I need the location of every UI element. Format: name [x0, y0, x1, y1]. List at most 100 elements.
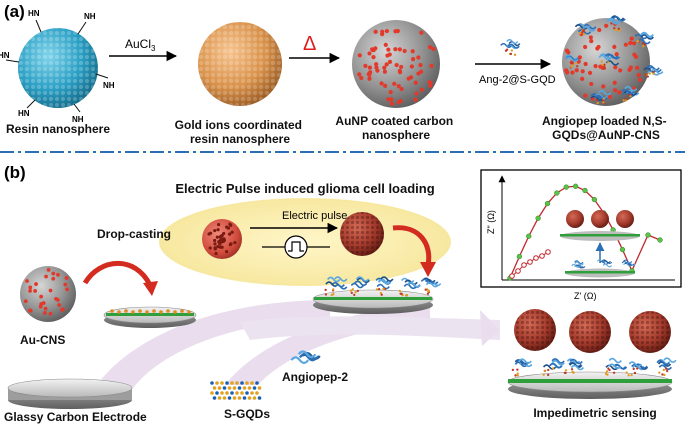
heat-symbol: Δ	[303, 33, 316, 55]
protein-strand	[663, 357, 677, 363]
protein-strand	[500, 42, 513, 48]
protein-strand	[637, 38, 651, 45]
electrode-dropcast	[103, 306, 197, 328]
aunp-dot	[583, 93, 588, 98]
aunp-dot	[604, 23, 609, 28]
label-resin: Resin nanosphere	[6, 122, 110, 136]
cell-spot	[213, 246, 217, 250]
protein-strand	[506, 38, 519, 45]
qd-atom	[564, 369, 568, 372]
aunp-dot	[628, 65, 633, 70]
aunp-dot	[389, 97, 394, 102]
curve-point-green	[526, 233, 532, 239]
impedance-plot: Z" (Ω) Z' (Ω)	[480, 169, 682, 301]
qd-atom	[582, 32, 586, 36]
aunp-carbon-nanosphere	[352, 20, 440, 108]
aunp-dot	[389, 101, 394, 106]
qd-atom	[579, 31, 582, 35]
qd-atom	[582, 29, 585, 33]
qd-atom	[354, 290, 357, 294]
plot-ylabel: Z" (Ω)	[486, 210, 496, 234]
sgqd-atom	[217, 396, 222, 400]
aunp-dot	[367, 65, 373, 70]
amine-label-top-right: NH	[84, 12, 96, 21]
curve-point-green	[554, 190, 560, 196]
qd-atom	[606, 373, 609, 376]
label-gold-ions: Gold ions coordinated resin nanosphere	[175, 118, 306, 146]
amine-label-bottom-right: NH	[72, 115, 84, 124]
qd-atom	[633, 371, 637, 375]
label-au-cns: Au-CNS	[20, 333, 65, 347]
qd-atom	[516, 374, 519, 377]
qd-atom	[350, 291, 353, 295]
aunp-dot	[564, 68, 569, 73]
cell-spot	[213, 238, 217, 243]
curve-point-red	[515, 268, 521, 274]
disk-dot	[152, 309, 156, 313]
glassy-carbon-electrode	[7, 378, 133, 409]
aunp-dot	[598, 64, 603, 69]
sgqd-atom	[235, 381, 239, 385]
aunp-dot	[589, 81, 594, 87]
aunp-dot	[414, 91, 419, 96]
aunp-dot	[613, 88, 618, 93]
protein-strand	[594, 94, 608, 101]
qd-atom	[603, 63, 606, 66]
curve-point-green	[582, 187, 588, 194]
protein-strand	[569, 358, 583, 365]
aunp-dot	[593, 64, 598, 69]
aunp-dot	[387, 59, 393, 64]
sgqd-atom	[220, 391, 224, 395]
cell-spot	[216, 245, 220, 249]
aunp-dot	[41, 301, 46, 305]
cell-spot	[216, 228, 220, 232]
aunp-dot	[367, 76, 372, 81]
aunp-dot	[48, 288, 53, 293]
sensing-electrode	[507, 309, 677, 399]
protein-strand	[407, 281, 421, 288]
aunp-dot	[429, 63, 434, 68]
aunp-dot	[413, 97, 418, 102]
aunp-dot	[564, 48, 570, 53]
protein-strand	[377, 279, 392, 286]
aunp-dot	[382, 65, 387, 70]
aunp-dot	[393, 47, 398, 52]
aunp-dot	[379, 81, 384, 86]
sgqd-atom	[222, 396, 227, 400]
product-dots	[564, 21, 643, 101]
curve-point-green	[619, 246, 626, 253]
protein-strand	[598, 89, 612, 96]
curve-point-green	[535, 215, 541, 221]
aunp-dot	[416, 55, 421, 60]
sgqd-atom	[255, 391, 259, 395]
qd-atom	[658, 371, 661, 374]
aunp-dot	[580, 69, 585, 74]
disk-dot	[138, 309, 142, 313]
aunp-dot	[380, 29, 385, 34]
qd-atom	[570, 368, 574, 371]
aunp-dot	[33, 289, 37, 293]
qd-atom	[516, 372, 519, 375]
aunp-dot	[43, 306, 48, 311]
protein-strand	[656, 359, 670, 366]
sgqd-atom	[242, 386, 247, 390]
protein-strand	[606, 53, 621, 60]
curved-arrow-dropcast-head	[143, 281, 158, 296]
curve-point-green	[591, 196, 598, 203]
aunp-dot	[618, 68, 623, 73]
protein-strand	[590, 95, 604, 102]
aunp-dot	[617, 90, 622, 95]
aunp-dot	[368, 70, 373, 75]
protein-strand	[425, 281, 440, 288]
qd-atom	[377, 288, 381, 291]
aunp-dot	[374, 62, 379, 67]
cell-spot	[218, 235, 222, 239]
aunp-dot	[419, 30, 424, 35]
sensing-decorations	[511, 357, 677, 377]
sgqd-atom	[240, 391, 244, 395]
glioma-cell-loaded	[340, 212, 384, 256]
qd-atom	[543, 369, 546, 372]
aunp-dot	[397, 68, 402, 73]
qd-atom	[427, 289, 430, 292]
